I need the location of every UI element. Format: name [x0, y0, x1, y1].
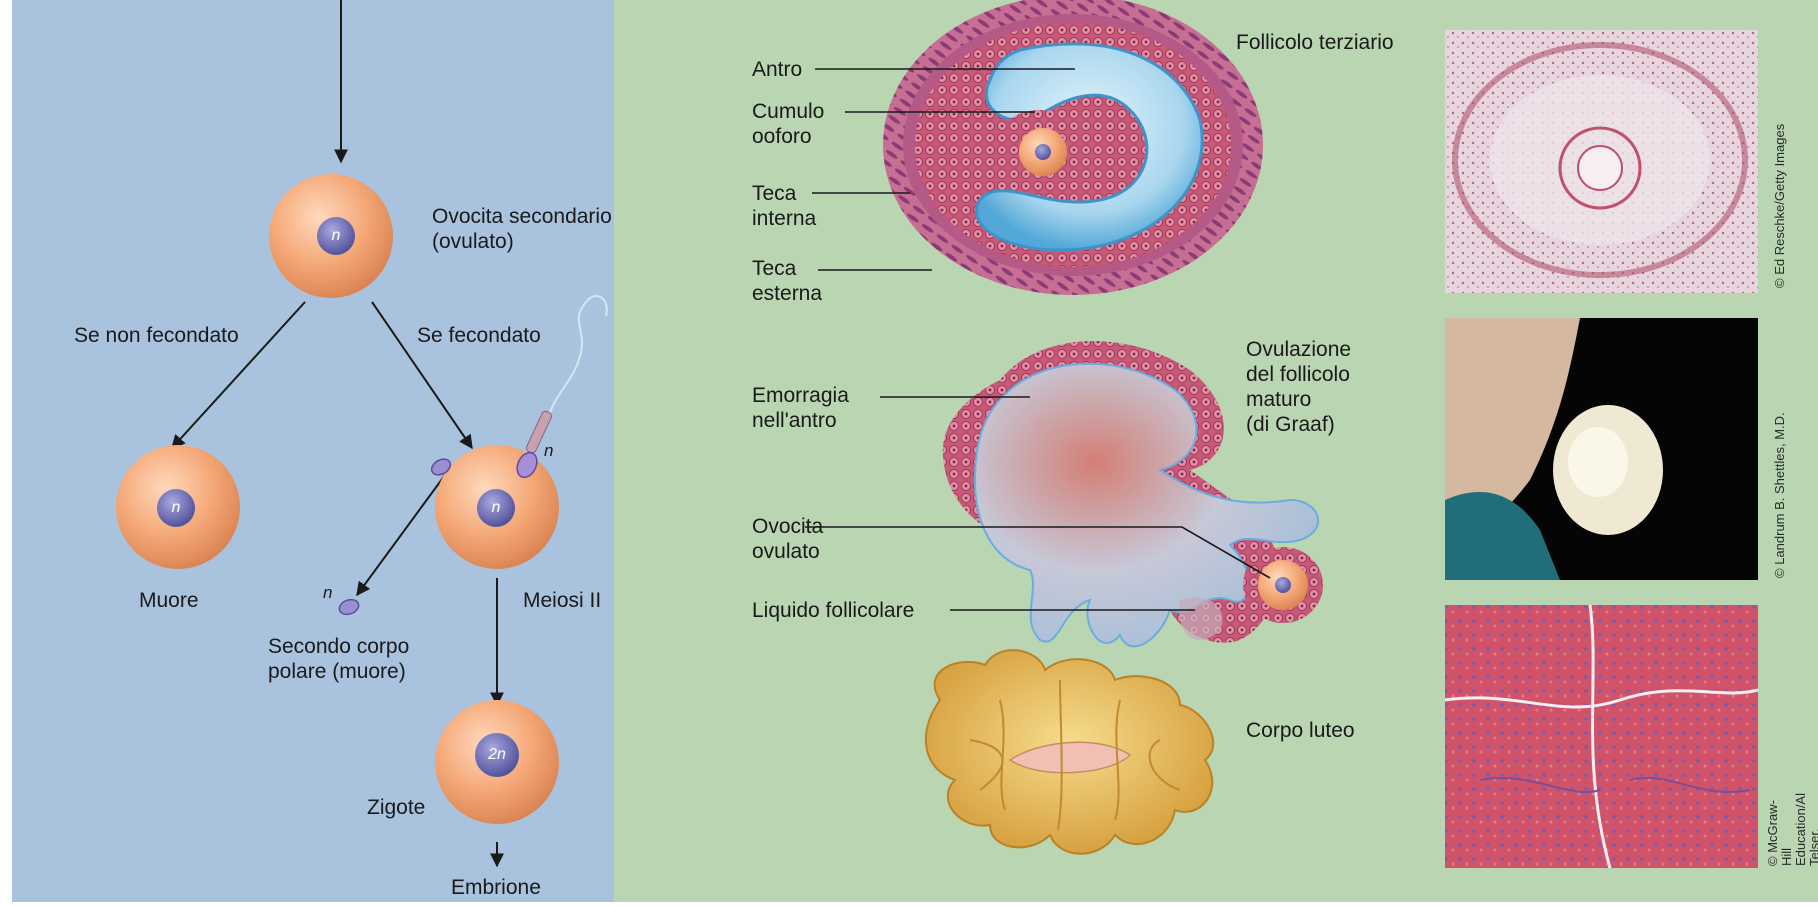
label-teca-esterna: Teca esterna [752, 256, 822, 306]
credit-mcgraw-hill: © McGraw-Hill Education/Al Telser, photo… [1766, 789, 1818, 866]
credit-landrum-shettles: © Landrum B. Shettles, M.D. [1772, 412, 1787, 578]
micrograph-corpus-luteum [1445, 605, 1758, 868]
ploidy-second-polar-body: n [323, 580, 332, 605]
ploidy-dying-oocyte: n [156, 498, 196, 518]
label-zygote: Zigote [367, 795, 425, 820]
label-embryo: Embrione [451, 875, 541, 900]
label-secondary-oocyte: Ovocita secondario (ovulato) [432, 204, 612, 254]
ploidy-fertilized-oocyte: n [476, 498, 516, 518]
tertiary-follicle [883, 0, 1263, 295]
ploidy-sperm: n [544, 438, 553, 463]
label-teca-interna: Teca interna [752, 181, 816, 231]
ovulated-oocyte-nucleus [1275, 577, 1291, 593]
micrograph-tertiary-follicle [1445, 30, 1758, 293]
label-second-polar-body: Secondo corpo polare (muore) [268, 634, 409, 684]
title-ovulation: Ovulazione del follicolo maturo (di Graa… [1246, 337, 1351, 437]
label-liquido-follicolare: Liquido follicolare [752, 598, 914, 623]
ploidy-zygote: 2n [477, 745, 517, 765]
title-corpus-luteum: Corpo luteo [1246, 718, 1355, 743]
follicle-oocyte-nucleus [1035, 144, 1051, 160]
label-ovocita-ovulato: Ovocita ovulato [752, 514, 823, 564]
label-antro: Antro [752, 57, 802, 82]
title-tertiary-follicle: Follicolo terziario [1236, 30, 1394, 55]
credit-ed-reschke: © Ed Reschke/Getty Images [1772, 124, 1787, 288]
label-branch-fertilized: Se fecondato [417, 323, 541, 348]
label-dies: Muore [139, 588, 199, 613]
label-emorragia: Emorragia nell'antro [752, 383, 849, 433]
micrograph-ovulation [1445, 318, 1758, 580]
label-meiosis-ii: Meiosi II [523, 588, 601, 613]
ploidy-secondary-oocyte: n [316, 226, 356, 246]
label-branch-unfertilized: Se non fecondato [74, 323, 239, 348]
label-cumulo-ooforo: Cumulo ooforo [752, 99, 824, 149]
